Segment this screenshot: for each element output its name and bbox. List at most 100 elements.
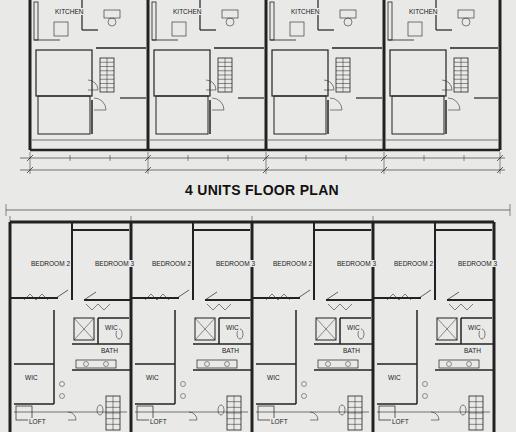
- room-label: BEDROOM 2: [30, 260, 71, 267]
- wall-line: [209, 100, 211, 134]
- plan-rect: [437, 318, 457, 340]
- wall-line: [373, 216, 374, 226]
- wall-line: [313, 222, 315, 300]
- wall-line: [195, 318, 215, 340]
- plan-rect: [34, 2, 38, 40]
- closet-door: [86, 304, 110, 310]
- wall-line: [32, 140, 146, 141]
- room-label: KITCHEN: [54, 8, 85, 15]
- wall-line: [450, 47, 498, 49]
- closet-door: [24, 294, 48, 300]
- plan-rect: [348, 396, 362, 430]
- room-label: LOFT: [149, 418, 168, 425]
- wall-line: [445, 100, 447, 134]
- plan-rect: [392, 96, 444, 134]
- wall-line: [205, 299, 252, 301]
- wall-line: [74, 318, 94, 340]
- door-swing: [94, 98, 106, 110]
- room-label: BATH: [221, 347, 240, 354]
- wall-line: [34, 40, 60, 41]
- closet-door: [207, 304, 231, 310]
- sink: [326, 362, 331, 367]
- wall-line: [435, 343, 494, 345]
- wall-line: [72, 229, 129, 231]
- wall-line: [205, 292, 217, 300]
- wall-line: [234, 396, 235, 430]
- wall-line: [314, 369, 373, 371]
- wall-line: [256, 403, 296, 405]
- wall-line: [265, 0, 268, 150]
- room-label: BEDROOM 2: [393, 260, 434, 267]
- wall-line: [437, 318, 457, 340]
- wall-line: [263, 167, 269, 173]
- wall-line: [434, 222, 436, 300]
- door-swing: [310, 412, 318, 420]
- door-swing: [442, 80, 452, 90]
- wall-line: [327, 100, 329, 134]
- wall-line: [195, 318, 215, 340]
- wall-line: [14, 403, 54, 405]
- wall-line: [110, 155, 111, 161]
- wall-line: [228, 155, 229, 161]
- plan-rect: [336, 58, 350, 92]
- wall-line: [499, 0, 502, 150]
- wall-line: [298, 290, 310, 298]
- room-label: WIC: [467, 324, 482, 331]
- sink: [60, 382, 65, 387]
- plan-rect: [270, 2, 274, 40]
- wall-line: [464, 155, 465, 161]
- room-label: BEDROOM 3: [457, 260, 498, 267]
- wall-line: [145, 155, 151, 161]
- plan-rect: [274, 96, 326, 134]
- wall-line: [188, 155, 189, 161]
- wall-line: [340, 317, 371, 319]
- room-label: WIC: [145, 374, 160, 381]
- toilet: [97, 405, 103, 415]
- wall-line: [435, 229, 492, 231]
- wall-line: [84, 292, 96, 300]
- plan-rect: [74, 318, 94, 340]
- plan-rect: [290, 22, 304, 36]
- plan-rect: [154, 50, 210, 96]
- wall-line: [238, 97, 264, 98]
- closet-door: [266, 294, 290, 300]
- door-swing: [324, 80, 334, 90]
- room-label: BEDROOM 2: [151, 260, 192, 267]
- wall-line: [372, 222, 375, 432]
- plan-rect: [36, 50, 92, 96]
- wall-line: [332, 47, 382, 49]
- wall-line: [461, 58, 462, 92]
- wall-line: [214, 47, 264, 49]
- wall-line: [98, 317, 129, 319]
- wall-line: [70, 155, 71, 161]
- plan-rect: [197, 360, 237, 368]
- room-label: BATH: [342, 347, 361, 354]
- room-label: WIC: [24, 374, 39, 381]
- plan-rect: [388, 2, 392, 40]
- plan-rect: [469, 396, 483, 430]
- wall-line: [437, 318, 457, 340]
- sink: [302, 382, 307, 387]
- wall-line: [56, 290, 68, 298]
- room-label: BEDROOM 3: [94, 260, 135, 267]
- sink: [181, 394, 186, 399]
- plan-rect: [340, 10, 356, 18]
- room-label: LOFT: [391, 418, 410, 425]
- wall-line: [435, 369, 494, 371]
- wall-line: [314, 343, 373, 345]
- sink: [205, 362, 210, 367]
- wall-line: [386, 140, 498, 141]
- wall-line: [474, 97, 498, 98]
- door-swing: [448, 98, 460, 110]
- wall-line: [377, 403, 417, 405]
- closet-door: [328, 304, 352, 310]
- plan-rect: [38, 96, 90, 134]
- room-label: BEDROOM 2: [272, 260, 313, 267]
- wall-line: [316, 318, 336, 340]
- wall-line: [150, 140, 264, 141]
- wall-line: [72, 369, 131, 371]
- sink: [60, 394, 65, 399]
- wall-line: [113, 396, 114, 430]
- plan-rect: [76, 360, 116, 368]
- wall-line: [20, 170, 505, 171]
